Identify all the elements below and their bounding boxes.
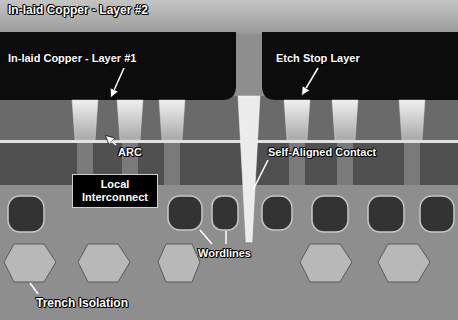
part-label: Etch Stop Layer bbox=[276, 52, 360, 65]
part-label: In-laid Copper - Layer #1 bbox=[8, 52, 136, 65]
label-box: Local Interconnect bbox=[72, 174, 158, 208]
part-label: ARC bbox=[118, 146, 142, 159]
part-label: Wordlines bbox=[198, 247, 251, 260]
part-label: Trench Isolation bbox=[36, 297, 128, 310]
part-label: In-laid Copper - Layer #2 bbox=[8, 4, 148, 17]
box-text: Local Interconnect bbox=[79, 178, 151, 204]
part-label: Self-Aligned Contact bbox=[268, 146, 376, 159]
